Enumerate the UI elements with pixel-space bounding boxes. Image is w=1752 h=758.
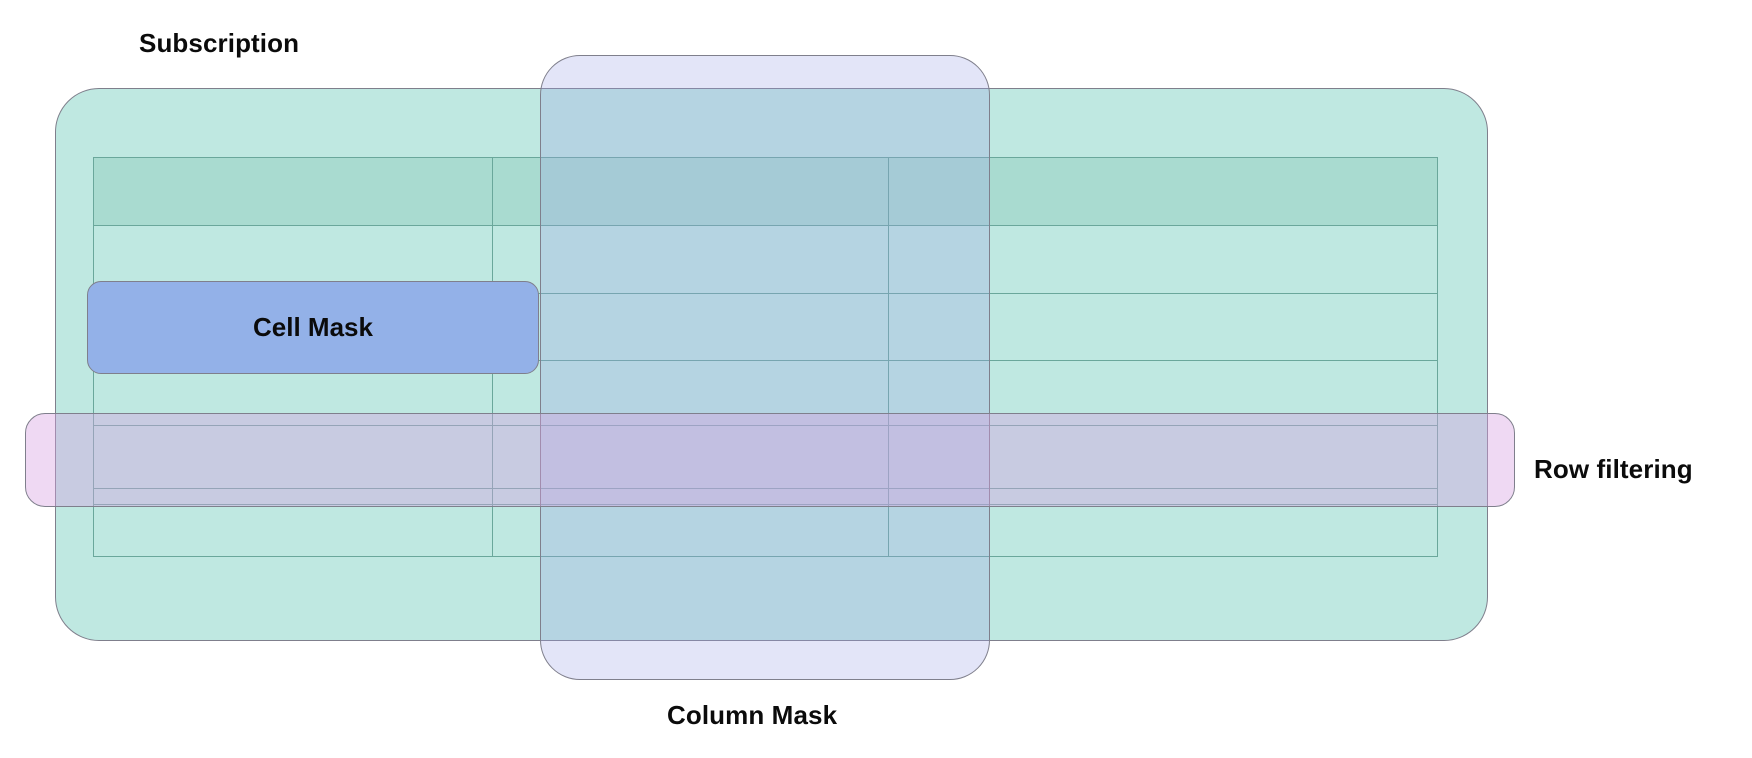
table-row bbox=[94, 489, 1437, 505]
subscription-label: Subscription bbox=[139, 28, 300, 58]
table-row bbox=[94, 426, 1437, 489]
table-row bbox=[94, 226, 1437, 294]
column-mask-region bbox=[540, 55, 990, 680]
row-filtering-region bbox=[25, 413, 1515, 507]
column-mask-label: Column Mask bbox=[667, 700, 838, 730]
table-row bbox=[94, 361, 1437, 426]
row-filtering-label: Row filtering bbox=[1534, 454, 1693, 484]
table-row bbox=[94, 158, 1437, 226]
table-column-divider bbox=[888, 158, 889, 556]
cell-mask-label: Cell Mask bbox=[253, 312, 373, 342]
table-grid bbox=[93, 157, 1438, 557]
cell-mask-region: Cell Mask bbox=[87, 281, 539, 374]
table-row bbox=[94, 294, 1437, 361]
